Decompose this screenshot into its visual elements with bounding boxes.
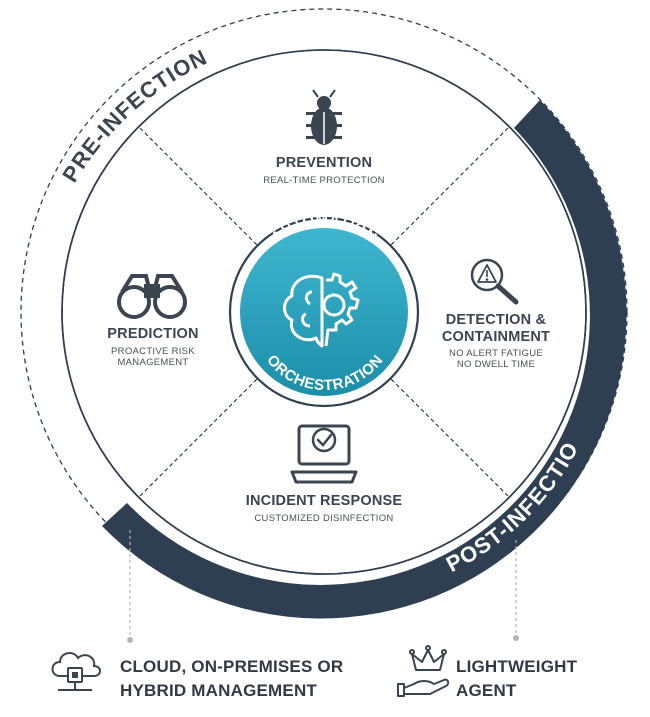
agent-label: LIGHTWEIGHT AGENT <box>456 655 577 703</box>
agent-label-line2: AGENT <box>456 681 517 700</box>
prediction-subtitle: PROACTIVE RISK MANAGEMENT <box>80 346 226 368</box>
laptop-check-icon <box>290 424 358 484</box>
magnifier-alert-icon <box>470 258 519 305</box>
binoculars-icon <box>117 274 187 319</box>
agent-label-line1: LIGHTWEIGHT <box>456 657 578 676</box>
prevention-subtitle: REAL-TIME PROTECTION <box>263 175 385 186</box>
management-label-line1: CLOUD, ON-PREMISES OR <box>120 657 344 676</box>
detection-subtitle-line2: NO DWELL TIME <box>456 359 536 370</box>
post-infection-band <box>102 100 627 619</box>
cloud-server-icon <box>51 652 101 691</box>
brain-gear-icon <box>283 272 360 348</box>
management-label: CLOUD, ON-PREMISES OR HYBRID MANAGEMENT <box>120 655 343 703</box>
detection-title: DETECTION & CONTAINMENT <box>428 312 564 346</box>
detection-title-line1: DETECTION & <box>445 312 547 328</box>
prediction-subtitle-line2: MANAGEMENT <box>117 357 189 368</box>
management-label-line2: HYBRID MANAGEMENT <box>120 681 318 700</box>
incident-response-subtitle: CUSTOMIZED DISINFECTION <box>254 513 394 524</box>
prediction-subtitle-line1: PROACTIVE RISK <box>111 346 195 357</box>
center-hub <box>240 228 408 396</box>
detection-subtitle-line1: NO ALERT FATIGUE <box>448 348 544 359</box>
outer-dashed-ring <box>20 8 628 616</box>
incident-response-title: INCIDENT RESPONSE <box>245 493 403 509</box>
prediction-title: PREDICTION <box>107 326 199 342</box>
detection-subtitle: NO ALERT FATIGUE NO DWELL TIME <box>428 348 564 370</box>
bug-icon <box>306 89 342 145</box>
detection-title-line2: CONTAINMENT <box>441 329 551 345</box>
crown-hand-icon <box>397 645 450 697</box>
prevention-title: PREVENTION <box>275 155 373 171</box>
